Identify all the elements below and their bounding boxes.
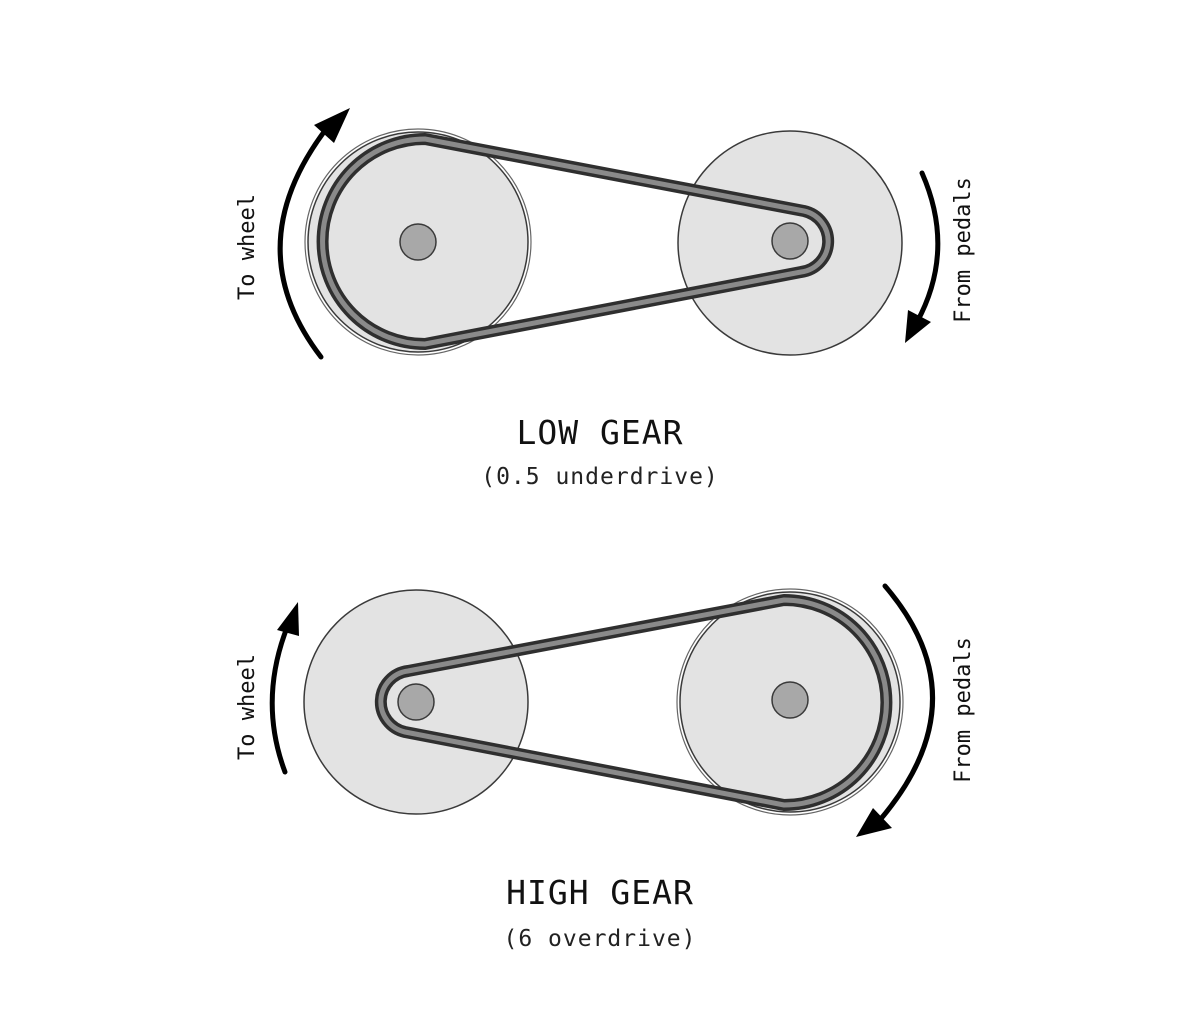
high-gear-left-label: To wheel bbox=[235, 654, 260, 760]
high-gear-right-label: From pedals bbox=[951, 637, 976, 783]
high-gear-left-hub bbox=[397, 683, 435, 721]
high-gear-right-pulley-rim bbox=[676, 588, 904, 816]
low-gear-title: LOW GEAR bbox=[517, 413, 684, 452]
low-gear-subtitle: (0.5 underdrive) bbox=[481, 464, 719, 490]
low-gear-left-arrowhead bbox=[314, 108, 350, 143]
low-gear-left-pulley-rim bbox=[304, 128, 532, 356]
high-gear-belt-inner bbox=[378, 597, 889, 808]
high-gear-left-arrow bbox=[269, 622, 291, 775]
low-gear-left-label: To wheel bbox=[235, 194, 260, 300]
high-gear-subtitle: (6 overdrive) bbox=[503, 926, 696, 952]
high-gear-right-arrowhead bbox=[856, 808, 892, 837]
low-gear-left-arrow bbox=[277, 121, 333, 360]
high-gear-left-arrowhead bbox=[277, 602, 299, 636]
low-gear-right-hub bbox=[771, 222, 809, 260]
low-gear-belt-inner bbox=[320, 136, 831, 347]
high-gear-title: HIGH GEAR bbox=[506, 873, 694, 912]
high-gear-right-hub bbox=[771, 681, 809, 719]
high-gear-right-arrow bbox=[876, 583, 936, 824]
low-gear-panel: To wheel From pedals LOW GEAR (0.5 under… bbox=[235, 108, 976, 490]
low-gear-right-label: From pedals bbox=[951, 177, 976, 323]
low-gear-left-hub bbox=[399, 223, 437, 261]
low-gear-right-arrowhead bbox=[905, 310, 931, 343]
high-gear-panel: To wheel From pedals HIGH GEAR (6 overdr… bbox=[235, 583, 976, 952]
low-gear-right-arrow bbox=[914, 170, 941, 325]
